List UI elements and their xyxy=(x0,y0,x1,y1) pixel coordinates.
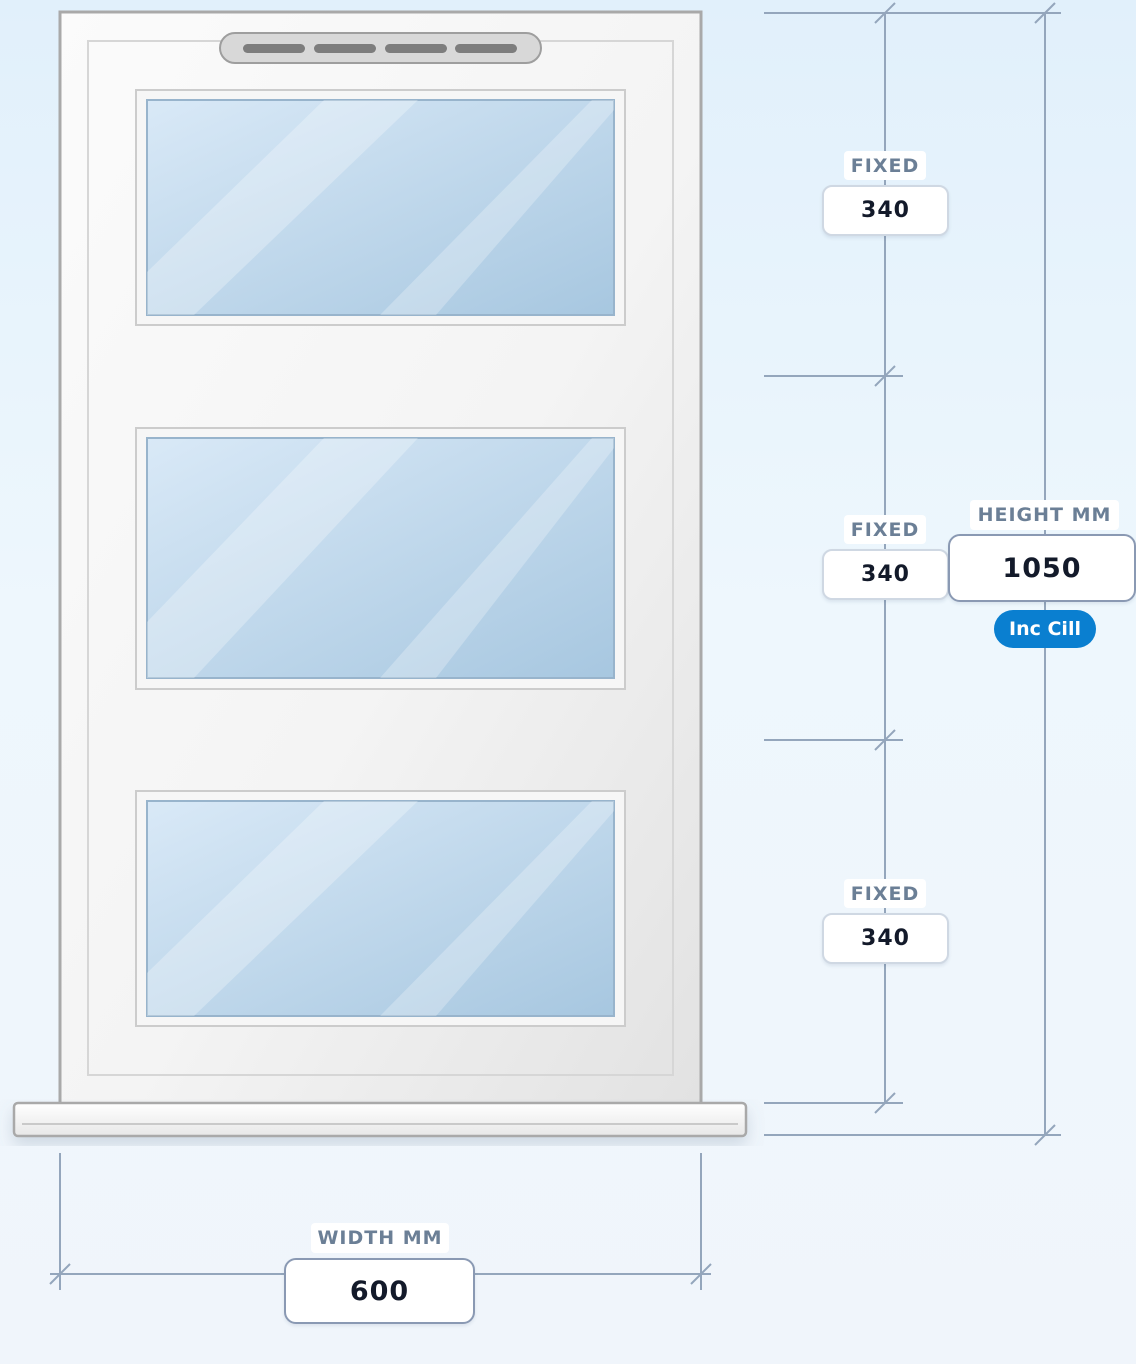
height-input[interactable] xyxy=(948,534,1136,602)
section-1-type-label: FIXED xyxy=(844,151,926,180)
height-label: HEIGHT MM xyxy=(970,500,1119,530)
section-2-type-label: FIXED xyxy=(844,515,926,544)
glass-pane-2 xyxy=(135,427,626,690)
inc-cill-toggle[interactable]: Inc Cill xyxy=(994,610,1096,648)
section-1-height-input[interactable] xyxy=(822,185,949,236)
trickle-vent xyxy=(219,32,542,64)
width-input[interactable] xyxy=(284,1258,475,1324)
window-cill xyxy=(12,1101,748,1138)
section-3-type-label: FIXED xyxy=(844,879,926,908)
glass-pane-3 xyxy=(135,790,626,1027)
glass-pane-1 xyxy=(135,89,626,326)
section-3-height-input[interactable] xyxy=(822,913,949,964)
width-label: WIDTH MM xyxy=(311,1223,449,1253)
section-2-height-input[interactable] xyxy=(822,549,949,600)
